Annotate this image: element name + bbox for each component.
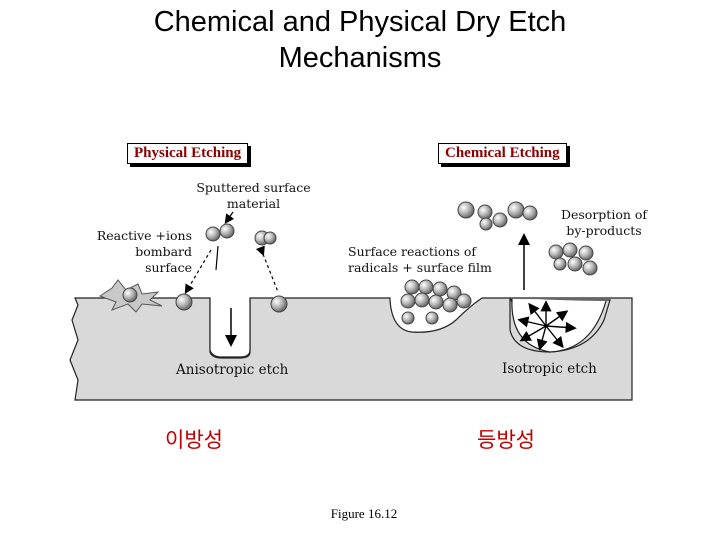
- surface-reactions-label: Surface reactions of radicals + surface …: [348, 244, 492, 276]
- figure-caption: Figure 16.12: [330, 506, 398, 521]
- title-line-2: Mechanisms: [278, 42, 442, 74]
- ion-particle: [175, 293, 193, 311]
- sputter-arrow-3: [215, 245, 219, 271]
- reactive-line-1: Reactive +ions: [96, 228, 192, 243]
- physical-etching-label: Physical Etching: [127, 143, 249, 164]
- reactive-line-3: surface: [145, 260, 192, 275]
- desorption-line-2: by-products: [566, 223, 642, 238]
- anisotropic-etch-label: Anisotropic etch: [176, 362, 289, 378]
- korean-isotropic-label: 등방성: [477, 428, 535, 452]
- ion-arrow-1: [184, 249, 212, 295]
- surface-reactions-line-2: radicals + surface film: [348, 260, 492, 275]
- surface-particle: [270, 295, 288, 313]
- reactive-ions-label: Reactive +ions bombard surface: [80, 228, 192, 276]
- sputter-arrow-2: [255, 245, 279, 293]
- korean-anisotropic-label: 이방성: [165, 428, 223, 452]
- title-line-1: Chemical and Physical Dry Etch: [153, 6, 567, 38]
- chemical-etching-label: Chemical Etching: [438, 143, 567, 164]
- surface-film-particles: [400, 279, 472, 325]
- page-title: Chemical and Physical Dry Etch Mechanism…: [0, 4, 720, 76]
- isotropic-etch-label: Isotropic etch: [502, 361, 597, 377]
- sputtered-particle: [205, 226, 221, 242]
- sputter-arrow-1: [224, 211, 235, 224]
- radical-cluster: [457, 201, 538, 231]
- substrate: [69, 297, 633, 401]
- desorption-label: Desorption of by-products: [552, 207, 656, 239]
- byproduct-cluster: [548, 242, 598, 276]
- desorption-line-1: Desorption of: [560, 207, 648, 222]
- sputtered-particle: [263, 231, 277, 245]
- surface-reactions-line-1: Surface reactions of: [348, 244, 477, 259]
- anisotropic-pit: [209, 299, 251, 358]
- sputtered-surface-label: Sputtered surface material: [186, 180, 321, 212]
- sputtered-line-1: Sputtered surface: [196, 180, 311, 195]
- isotropic-arrows: [517, 300, 577, 351]
- reactive-line-2: bombard: [135, 244, 192, 259]
- sputtered-particle: [219, 223, 235, 239]
- ion-impact: [122, 287, 138, 303]
- sputtered-line-2: material: [226, 196, 281, 211]
